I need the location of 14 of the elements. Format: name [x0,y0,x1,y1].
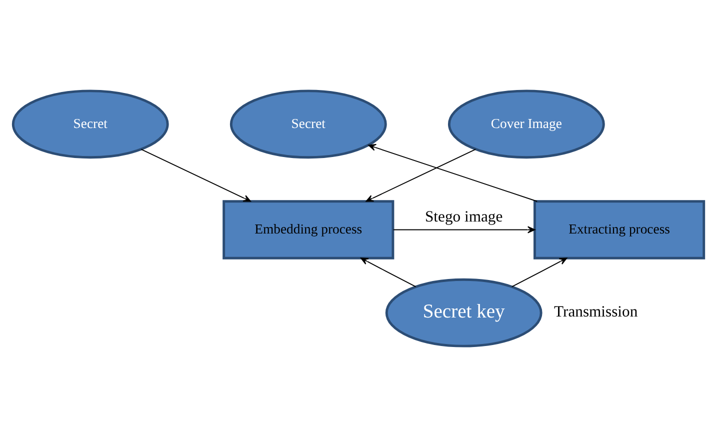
arrow [140,148,252,202]
node-ellipse: Secret [230,89,387,158]
node-box: Extracting process [534,200,706,259]
node-ellipse: Secret [12,89,169,158]
node-ellipse: Cover Image [448,89,605,158]
node-box: Embedding process [222,200,394,259]
arrow [366,148,476,202]
edge-label: Stego image [425,208,503,226]
arrow [512,257,568,287]
label: Transmission [554,303,638,320]
arrow [360,257,416,287]
arrow [392,226,536,233]
node-ellipse: Secret key [385,278,542,347]
arrow [368,143,538,202]
